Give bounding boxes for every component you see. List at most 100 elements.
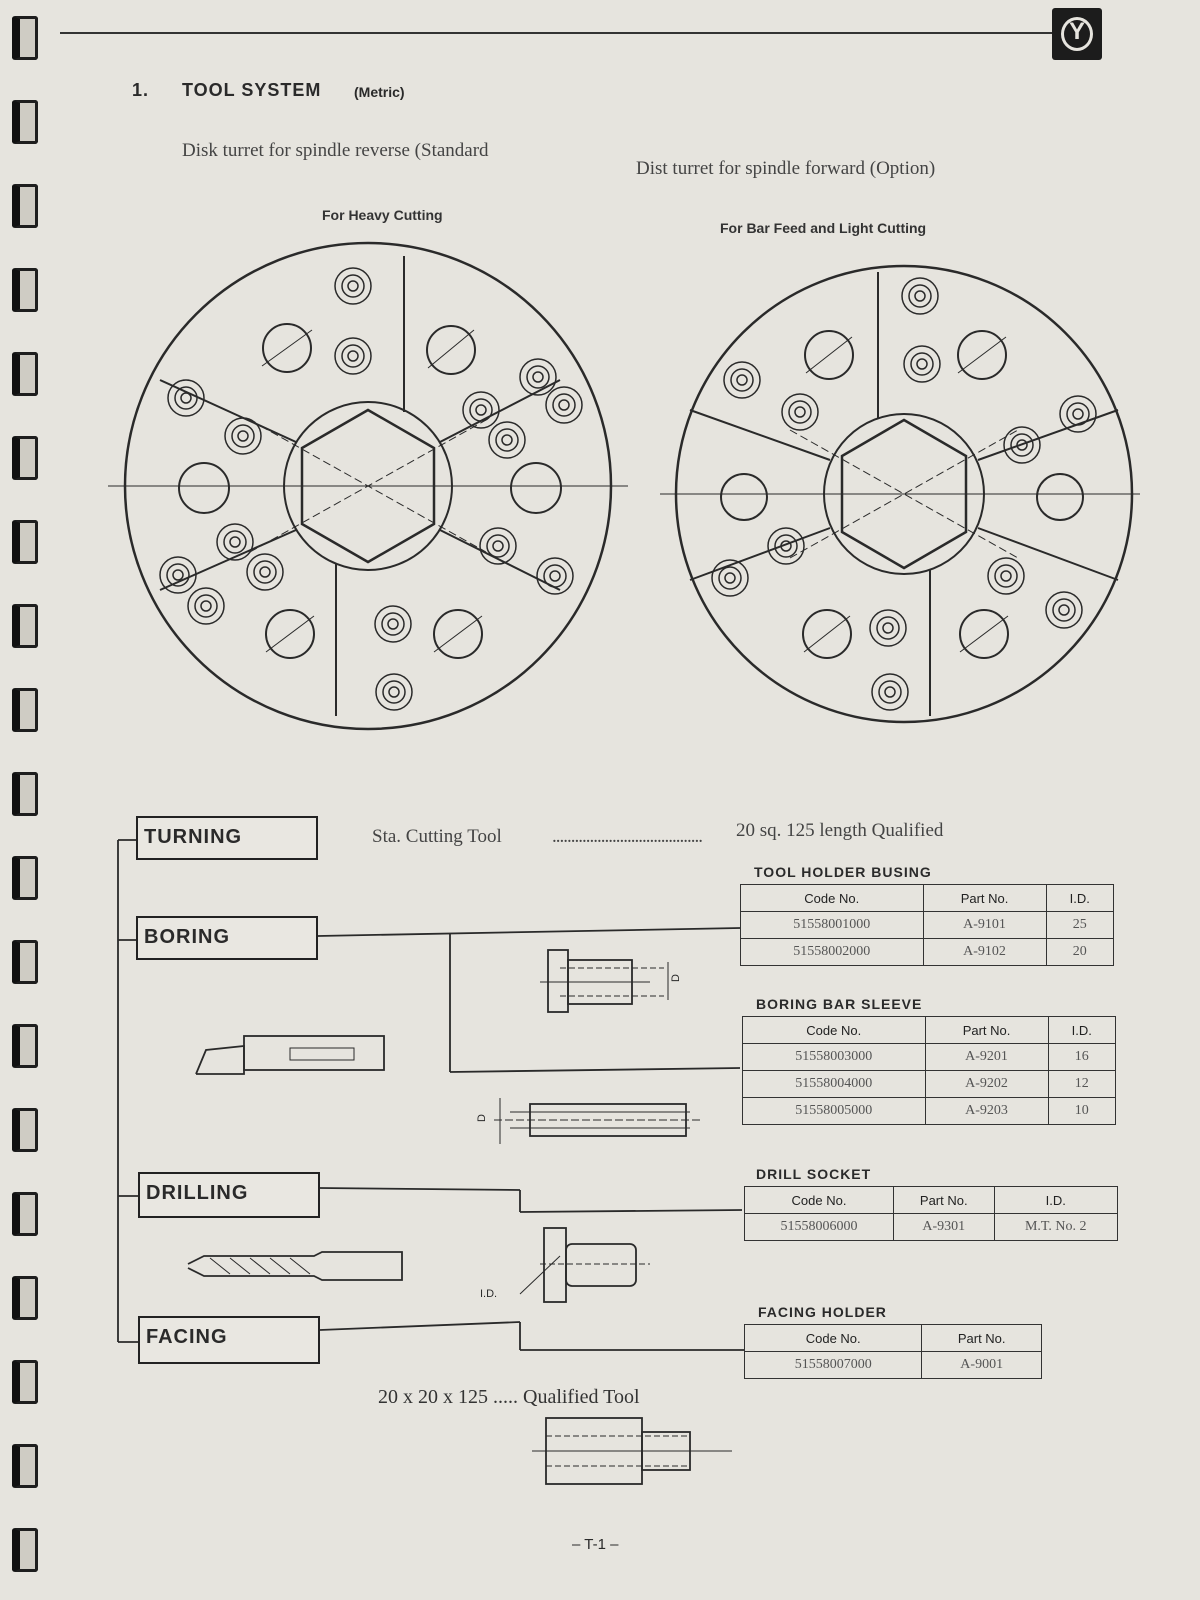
subtitle-left: Disk turret for spindle reverse (Standar… <box>182 140 489 161</box>
binding-ring <box>12 1444 38 1488</box>
right-turret-drawing <box>660 264 1140 724</box>
binding-ring <box>12 1108 38 1152</box>
table-row: 51558005000 A-9203 10 <box>742 1097 1117 1125</box>
facing-box: FACING <box>138 1316 320 1364</box>
id-cell: M.T. No. 2 <box>993 1213 1118 1241</box>
header-code: Code No. <box>743 1324 923 1352</box>
code-cell: 51558004000 <box>742 1070 926 1098</box>
table-header-row: Code No. Part No. <box>743 1324 1042 1352</box>
table-row: 51558006000 A-9301 M.T. No. 2 <box>743 1213 1118 1241</box>
turning-box: TURNING <box>136 816 318 860</box>
busing-table: Code No. Part No. I.D. 51558001000 A-910… <box>740 884 1115 966</box>
facing-note: 20 x 20 x 125 ..... Qualified Tool <box>378 1386 640 1408</box>
tree-connectors <box>117 839 744 1351</box>
facing-holder-title: FACING HOLDER <box>758 1304 887 1320</box>
code-cell: 51558001000 <box>740 911 924 939</box>
drill-sketch <box>187 1251 403 1281</box>
turning-leader-dots: ........................................ <box>552 826 703 847</box>
binding-ring <box>12 604 38 648</box>
id-cell: 12 <box>1047 1070 1117 1098</box>
binding-ring <box>12 268 38 312</box>
header-code: Code No. <box>742 1016 926 1044</box>
busing-sketch <box>540 949 669 1013</box>
left-turret-caption: For Heavy Cutting <box>322 207 443 223</box>
code-cell: 51558007000 <box>743 1351 923 1379</box>
drilling-box: DRILLING <box>138 1172 320 1218</box>
table-header-row: Code No. Part No. I.D. <box>740 884 1115 912</box>
part-cell: A-9201 <box>924 1043 1049 1071</box>
binding-ring <box>12 1024 38 1068</box>
table-header-row: Code No. Part No. I.D. <box>743 1186 1118 1214</box>
header-code: Code No. <box>743 1186 895 1214</box>
top-rule <box>60 32 1060 34</box>
spiral-binding <box>0 0 52 1600</box>
binding-ring <box>12 1276 38 1320</box>
part-cell: A-9001 <box>921 1351 1042 1379</box>
id-cell: 10 <box>1047 1097 1117 1125</box>
binding-ring <box>12 352 38 396</box>
part-cell: A-9202 <box>924 1070 1049 1098</box>
turning-tool-spec: 20 sq. 125 length Qualified <box>736 820 944 841</box>
subtitle-right: Dist turret for spindle forward (Option) <box>636 158 936 179</box>
binding-ring <box>12 1192 38 1236</box>
drill-socket-title: DRILL SOCKET <box>756 1166 872 1182</box>
sleeve-table: Code No. Part No. I.D. 51558003000 A-920… <box>742 1016 1117 1125</box>
facing-tool-sketch <box>532 1417 732 1485</box>
binding-ring <box>12 100 38 144</box>
header-part: Part No. <box>893 1186 995 1214</box>
id-cell: 25 <box>1045 911 1115 939</box>
header-part: Part No. <box>921 1324 1042 1352</box>
sleeve-title: BORING BAR SLEEVE <box>756 996 923 1012</box>
table-row: 51558003000 A-9201 16 <box>742 1043 1117 1071</box>
part-cell: A-9101 <box>922 911 1047 939</box>
section-unit: (Metric) <box>354 84 405 100</box>
binding-ring <box>12 688 38 732</box>
busing-d-label: D <box>669 974 682 982</box>
binding-ring <box>12 1360 38 1404</box>
header-id: I.D. <box>993 1186 1118 1214</box>
turning-tool-label: Sta. Cutting Tool <box>372 826 502 847</box>
code-cell: 51558005000 <box>742 1097 926 1125</box>
table-row: 51558004000 A-9202 12 <box>742 1070 1117 1098</box>
section-title: TOOL SYSTEM <box>182 80 322 100</box>
table-row: 51558007000 A-9001 <box>743 1351 1042 1379</box>
binding-ring <box>12 184 38 228</box>
binding-ring <box>12 16 38 60</box>
part-cell: A-9301 <box>893 1213 995 1241</box>
id-cell: 16 <box>1047 1043 1117 1071</box>
binding-ring <box>12 1528 38 1572</box>
binding-ring <box>12 856 38 900</box>
drill-socket-sketch <box>519 1227 650 1303</box>
part-cell: A-9203 <box>924 1097 1049 1125</box>
boring-box: BORING <box>136 916 318 960</box>
table-row: 51558001000 A-9101 25 <box>740 911 1115 939</box>
header-part: Part No. <box>922 884 1047 912</box>
page-number: – T-1 – <box>572 1536 619 1553</box>
section-number: 1. <box>132 80 150 100</box>
facing-holder-table: Code No. Part No. 51558007000 A-9001 <box>743 1324 1042 1379</box>
binding-ring <box>12 520 38 564</box>
drill-socket-id-label: I.D. <box>480 1288 498 1300</box>
binding-ring <box>12 436 38 480</box>
header-code: Code No. <box>740 884 924 912</box>
header-id: I.D. <box>1045 884 1115 912</box>
sleeve-d-label: D <box>475 1114 488 1122</box>
drill-socket-table: Code No. Part No. I.D. 51558006000 A-930… <box>743 1186 1118 1241</box>
header-id: I.D. <box>1047 1016 1117 1044</box>
code-cell: 51558006000 <box>743 1213 895 1241</box>
busing-title: TOOL HOLDER BUSING <box>754 864 932 880</box>
right-turret-caption: For Bar Feed and Light Cutting <box>720 220 927 236</box>
table-header-row: Code No. Part No. I.D. <box>742 1016 1117 1044</box>
table-row: 51558002000 A-9102 20 <box>740 938 1115 966</box>
left-turret-drawing <box>108 241 628 731</box>
brand-logo: Y <box>1052 8 1102 60</box>
sleeve-sketch <box>494 1098 700 1144</box>
binding-ring <box>12 940 38 984</box>
id-cell: 20 <box>1045 938 1115 966</box>
code-cell: 51558003000 <box>742 1043 926 1071</box>
part-cell: A-9102 <box>922 938 1047 966</box>
header-part: Part No. <box>924 1016 1049 1044</box>
boring-tool-sketch <box>195 1035 385 1075</box>
binding-ring <box>12 772 38 816</box>
